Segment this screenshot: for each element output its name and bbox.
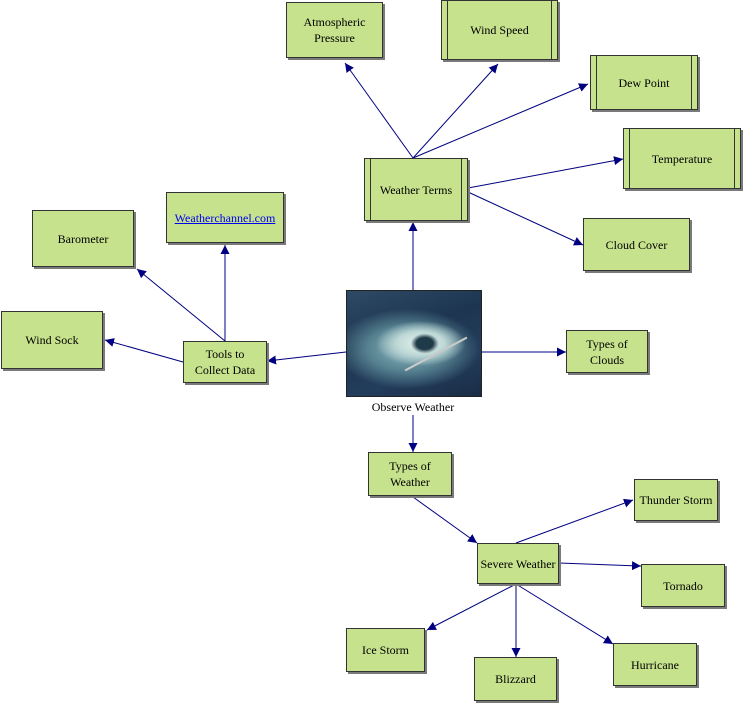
node-cloud-cover[interactable]: Cloud Cover (583, 218, 690, 271)
edge-severe-tornado (558, 561, 642, 571)
weatherchannel-link[interactable]: Weatherchannel.com (174, 210, 276, 225)
node-thunder-storm[interactable]: Thunder Storm (634, 479, 718, 521)
edge-types-severe (412, 496, 478, 544)
node-wind-speed[interactable]: Wind Speed (441, 0, 558, 60)
node-types-of-clouds[interactable]: Types of Clouds (566, 330, 648, 373)
node-weatherchannel[interactable]: Weatherchannel.com (166, 192, 284, 243)
node-wind-sock[interactable]: Wind Sock (1, 311, 103, 369)
edge-severe-hurricane (515, 583, 614, 645)
node-tools-to-collect-data[interactable]: Tools to Collect Data (183, 341, 267, 383)
edge-center-tools (266, 351, 347, 365)
node-severe-weather[interactable]: Severe Weather (477, 543, 559, 584)
edge-severe-thunder-storm (515, 498, 634, 544)
node-atmospheric-pressure[interactable]: Atmospheric Pressure (286, 2, 383, 58)
hurricane-satellite-image (346, 290, 482, 397)
node-temperature[interactable]: Temperature (623, 128, 741, 189)
edge-severe-ice-storm (426, 583, 517, 631)
edge-tools-wind-sock (104, 338, 184, 363)
edge-terms-dew-point (412, 83, 589, 159)
node-weather-terms[interactable]: Weather Terms (364, 158, 468, 221)
edge-terms-cloud-cover (467, 191, 584, 246)
node-ice-storm[interactable]: Ice Storm (346, 628, 425, 672)
node-hurricane[interactable]: Hurricane (613, 643, 697, 686)
node-tornado[interactable]: Tornado (641, 564, 725, 607)
edge-terms-temperature (467, 156, 624, 189)
node-barometer[interactable]: Barometer (32, 210, 134, 267)
center-label: Observe Weather (371, 400, 455, 414)
edge-terms-wind-speed (412, 63, 499, 159)
edge-tools-barometer (136, 268, 226, 342)
node-types-of-weather[interactable]: Types of Weather (368, 452, 452, 496)
node-blizzard[interactable]: Blizzard (474, 657, 557, 701)
node-dew-point[interactable]: Dew Point (590, 55, 698, 110)
edge-terms-atmospheric-pressure (344, 62, 414, 159)
